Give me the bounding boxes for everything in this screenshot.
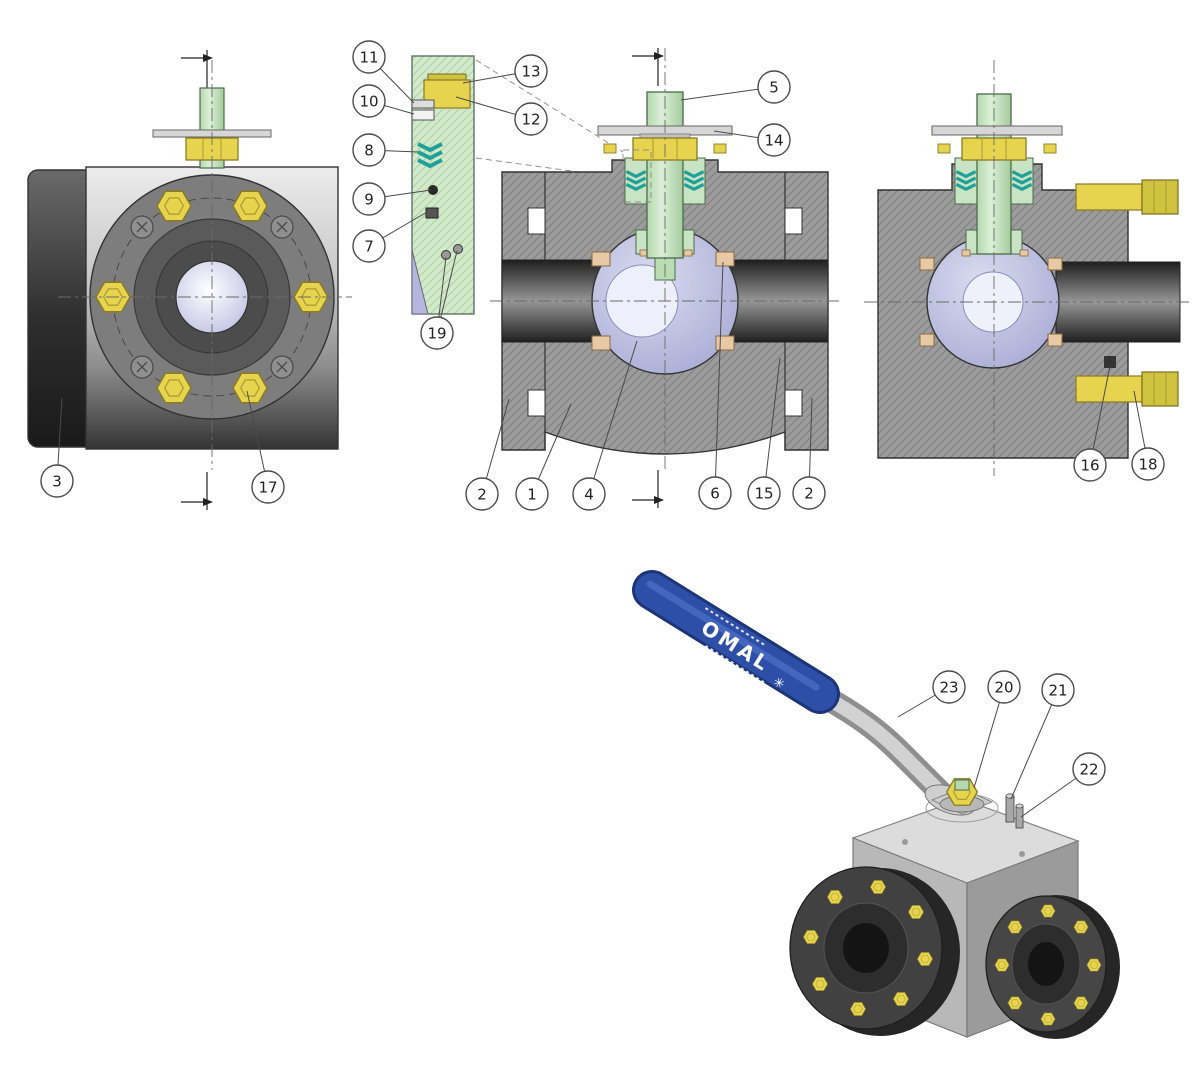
svg-text:16: 16: [1080, 457, 1099, 475]
set-screw-side: [1104, 356, 1116, 368]
set-screw: [453, 244, 463, 254]
callout-2: 2: [792, 397, 826, 510]
svg-text:22: 22: [1079, 761, 1098, 779]
thrust-ring: [411, 99, 435, 109]
detail-callout-box: [622, 149, 652, 203]
callout-6: 6: [698, 261, 732, 510]
plate-screw: [937, 143, 951, 154]
side-section-view: [864, 60, 1192, 476]
svg-text:20: 20: [994, 679, 1013, 697]
stop-pin-2: [1015, 803, 1024, 829]
isometric-view: OMAL ✳: [632, 570, 1120, 1039]
svg-text:19: 19: [427, 325, 446, 343]
section-arrow-bottom: [180, 471, 214, 511]
svg-text:6: 6: [710, 485, 720, 503]
vent-fitting-top: [1075, 179, 1179, 215]
front-view: [27, 49, 352, 511]
section-arrow-bottom: [631, 469, 665, 509]
callout-4: 4: [572, 340, 638, 511]
plate-screw: [1043, 143, 1057, 154]
stem-tip: [954, 779, 970, 791]
section-arrow-top: [180, 49, 214, 89]
svg-text:11: 11: [359, 49, 378, 67]
callout-18: 18: [1131, 390, 1165, 481]
bolt-hole: [784, 207, 803, 235]
callout-13: 13: [462, 54, 548, 88]
center-section-view: [490, 47, 842, 509]
bearing-ring: [425, 207, 439, 219]
callout-5: 5: [680, 70, 791, 104]
drain-fitting-bottom: [1075, 371, 1179, 407]
bolt-hole: [527, 389, 546, 417]
svg-text:21: 21: [1048, 682, 1067, 700]
section-arrow-top: [631, 47, 665, 87]
svg-text:17: 17: [258, 479, 277, 497]
callout-10: 10: [352, 84, 415, 118]
packing-detail-view: [411, 55, 624, 315]
callout-14: 14: [713, 123, 791, 157]
stem-washer: [961, 249, 971, 257]
mounting-hole: [1019, 851, 1025, 857]
o-ring: [428, 185, 438, 195]
svg-text:10: 10: [359, 93, 378, 111]
plate-screw: [603, 143, 617, 154]
ball-sliver: [411, 249, 429, 315]
svg-text:4: 4: [584, 486, 594, 504]
svg-text:13: 13: [521, 63, 540, 81]
bolt-hole: [527, 207, 546, 235]
svg-text:15: 15: [754, 485, 773, 503]
svg-text:18: 18: [1138, 456, 1157, 474]
callout-17: 17: [246, 390, 285, 504]
callout-3: 3: [40, 397, 74, 498]
callout-2: 2: [465, 398, 510, 511]
callout-20: 20: [973, 670, 1021, 789]
svg-text:9: 9: [364, 191, 374, 209]
svg-text:2: 2: [804, 485, 814, 503]
callout-1: 1: [515, 403, 572, 511]
mounting-hole: [902, 839, 908, 845]
side-flange: [985, 895, 1120, 1039]
spacer: [411, 109, 435, 121]
callout-12: 12: [455, 96, 548, 136]
callout-15: 15: [747, 357, 781, 510]
callout-21: 21: [1010, 673, 1075, 800]
svg-text:3: 3: [52, 473, 62, 491]
front-flange: [789, 866, 960, 1036]
gland-plate: [931, 125, 1063, 136]
gland-left: [954, 157, 978, 205]
svg-text:1: 1: [527, 486, 537, 504]
stem-washer: [683, 249, 693, 257]
stem-washer: [1019, 249, 1029, 257]
callout-16: 16: [1073, 365, 1111, 482]
svg-text:14: 14: [764, 132, 783, 150]
plate-screw: [713, 143, 727, 154]
callout-19: 19: [420, 250, 458, 350]
svg-text:23: 23: [939, 679, 958, 697]
gland-right: [1010, 157, 1034, 205]
callout-11: 11: [352, 40, 415, 104]
svg-text:8: 8: [364, 142, 374, 160]
callout-22: 22: [1020, 752, 1106, 818]
handle: OMAL ✳: [632, 570, 840, 714]
ball-seats-side: [919, 257, 1063, 347]
svg-text:2: 2: [477, 486, 487, 504]
bolt-hole: [784, 389, 803, 417]
callout-8: 8: [352, 133, 419, 167]
gland-right: [682, 157, 706, 205]
callout-7: 7: [352, 211, 428, 263]
callout-23: 23: [897, 670, 966, 718]
svg-text:12: 12: [521, 111, 540, 129]
detail-reference-line: [475, 59, 624, 153]
callout-9: 9: [352, 182, 432, 216]
gland-left: [624, 157, 648, 205]
svg-text:5: 5: [769, 79, 779, 97]
stop-pin-1: [1005, 793, 1015, 823]
svg-text:7: 7: [364, 238, 374, 256]
